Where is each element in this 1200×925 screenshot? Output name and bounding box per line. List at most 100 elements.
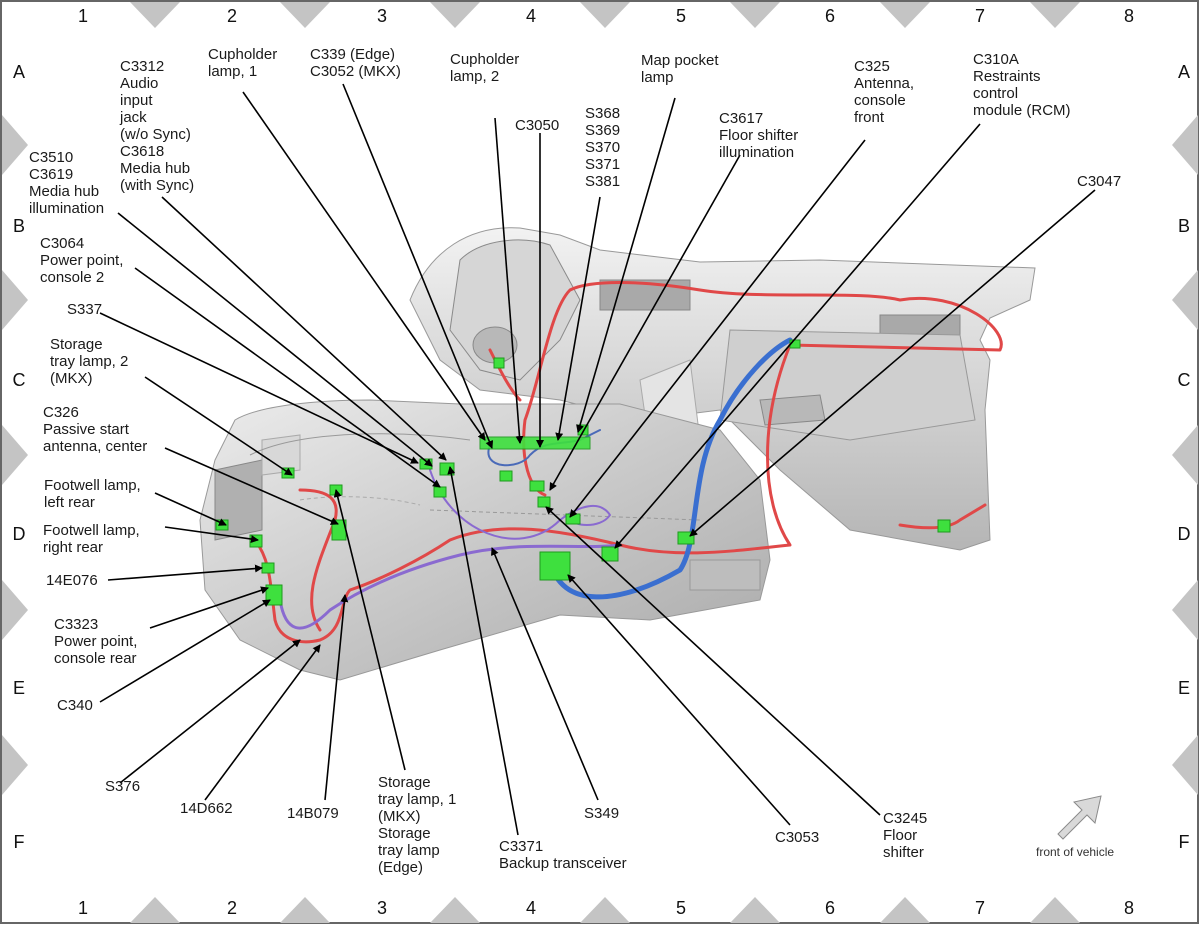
- grid-marker-right: [1172, 735, 1198, 795]
- grid-col-bottom-8: 8: [1123, 898, 1134, 918]
- leader-line: [99, 599, 271, 703]
- grid-marker-bottom: [430, 897, 480, 923]
- grid-marker-bottom: [1030, 897, 1080, 923]
- grid-col-bottom-5: 5: [675, 898, 686, 918]
- grid-row-right-D: D: [1177, 524, 1191, 544]
- label-c3050: C3050: [515, 117, 560, 134]
- grid-col-top-2: 2: [226, 6, 237, 26]
- grid-col-top-8: 8: [1123, 6, 1134, 26]
- leader-line: [107, 564, 263, 581]
- grid-row-right-A: A: [1177, 62, 1190, 82]
- grid-row-left-F: F: [13, 832, 25, 852]
- grid-marker-right: [1172, 425, 1198, 485]
- grid-marker-top: [880, 2, 930, 28]
- grid-row-right-F: F: [1178, 832, 1190, 852]
- leader-line: [164, 526, 259, 543]
- grid-marker-top: [580, 2, 630, 28]
- connector: [937, 519, 951, 533]
- leader-line: [569, 139, 866, 518]
- label-c3371: C3371 Backup transceiver: [499, 838, 627, 872]
- leader-line: [119, 639, 301, 784]
- label-footwell-lamp-left: Footwell lamp, left rear: [44, 477, 141, 511]
- grid-marker-bottom: [580, 897, 630, 923]
- connector: [529, 480, 545, 492]
- grid-col-top-3: 3: [376, 6, 387, 26]
- label-c326: C326 Passive start antenna, center: [43, 404, 148, 455]
- label-s337: S337: [67, 301, 103, 318]
- grid-col-top-5: 5: [675, 6, 686, 26]
- label-storage-tray-lamp-2: Storage tray lamp, 2 (MKX): [50, 336, 129, 387]
- label-cupholder-lamp-1: Cupholder lamp, 1: [208, 46, 278, 80]
- grid-row-left-E: E: [12, 678, 25, 698]
- grid-marker-top: [1030, 2, 1080, 28]
- connector: [265, 584, 283, 606]
- wire-blue: [547, 337, 793, 600]
- grid-col-bottom-6: 6: [824, 898, 835, 918]
- grid-col-top-4: 4: [525, 6, 536, 26]
- leader-line: [494, 117, 524, 444]
- label-s349: S349: [584, 805, 620, 822]
- leader-line: [614, 123, 981, 549]
- grid-col-bottom-1: 1: [77, 898, 88, 918]
- connector: [261, 562, 275, 574]
- grid-marker-left: [2, 580, 28, 640]
- label-map-pocket-lamp: Map pocket lamp: [641, 52, 719, 86]
- connector: [601, 546, 619, 562]
- label-14b079: 14B079: [287, 805, 339, 822]
- leader-line: [549, 154, 741, 491]
- leader-line: [134, 267, 441, 488]
- leader-lines: [99, 83, 1096, 836]
- grid-marker-left: [2, 270, 28, 330]
- leader-line: [324, 594, 349, 801]
- grid-row-right-C: C: [1177, 370, 1191, 390]
- grid-marker-bottom: [730, 897, 780, 923]
- leader-line: [567, 574, 791, 826]
- connector: [499, 470, 513, 482]
- grid-row-left-D: D: [12, 524, 26, 544]
- grid-marker-right: [1172, 580, 1198, 640]
- leader-line: [555, 196, 601, 441]
- grid-row-right-E: E: [1177, 678, 1190, 698]
- grid-row-left-B: B: [12, 216, 25, 236]
- connector: [539, 551, 571, 581]
- grid-marker-left: [2, 115, 28, 175]
- grid-row-left-A: A: [12, 62, 25, 82]
- grid-marker-top: [280, 2, 330, 28]
- grid-marker-top: [130, 2, 180, 28]
- label-storage-tray-lamp-1: Storage tray lamp, 1 (MKX) Storage tray …: [378, 774, 457, 876]
- label-c3245: C3245 Floor shifter: [883, 810, 928, 861]
- grid-col-top-7: 7: [974, 6, 985, 26]
- grid-col-bottom-7: 7: [974, 898, 985, 918]
- leader-line: [149, 586, 269, 629]
- leader-line: [576, 97, 676, 433]
- label-14e076: 14E076: [46, 572, 98, 589]
- arrow-up-right-icon: [1057, 795, 1102, 840]
- grid-marker-right: [1172, 270, 1198, 330]
- leader-line: [689, 189, 1096, 537]
- label-c325: C325 Antenna, console front: [854, 58, 915, 126]
- label-c3047: C3047: [1077, 173, 1122, 190]
- grid-row-right-B: B: [1177, 216, 1190, 236]
- label-footwell-lamp-right: Footwell lamp, right rear: [43, 522, 140, 556]
- label-c339: C339 (Edge) C3052 (MKX): [310, 46, 401, 80]
- connector: [249, 534, 263, 548]
- leader-line: [117, 212, 433, 467]
- grid-marker-top: [730, 2, 780, 28]
- leader-line: [342, 83, 494, 449]
- grid-col-bottom-4: 4: [525, 898, 536, 918]
- leader-line: [545, 506, 881, 816]
- leader-line: [99, 312, 419, 464]
- grid-col-bottom-3: 3: [376, 898, 387, 918]
- label-c3510: C3510 C3619 Media hub illumination: [29, 149, 105, 217]
- wire-red: [253, 281, 1003, 644]
- label-c3617: C3617 Floor shifter illumination: [719, 110, 799, 161]
- leader-line: [491, 547, 599, 801]
- leader-line: [154, 492, 227, 526]
- connector: [565, 513, 581, 525]
- label-s376: S376: [105, 778, 141, 795]
- leader-line: [204, 644, 321, 801]
- leader-line: [242, 91, 486, 441]
- grid-marker-top: [430, 2, 480, 28]
- label-c3064: C3064 Power point, console 2: [40, 235, 124, 286]
